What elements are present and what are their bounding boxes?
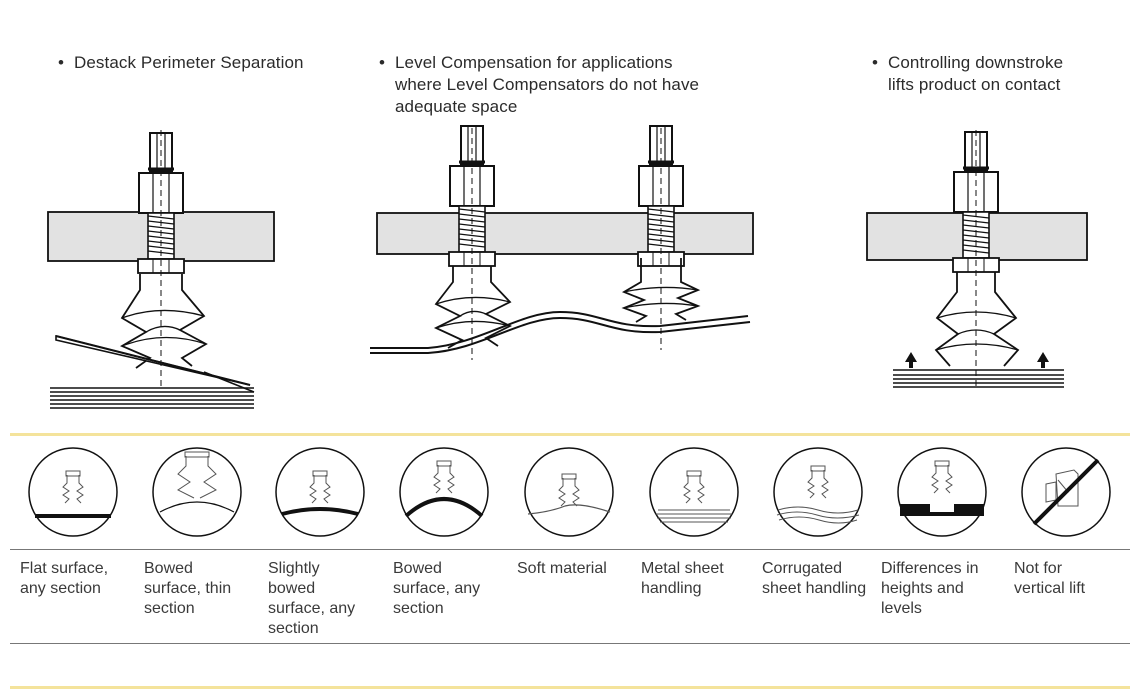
caption-destack: • Destack Perimeter Separation (58, 52, 304, 74)
flat-surface-icon (28, 447, 118, 537)
arrow-up-icon (905, 352, 917, 368)
slightly-bowed-icon (275, 447, 365, 537)
label-soft-material: Soft material (517, 560, 607, 577)
bullet: • (872, 53, 879, 72)
not-vertical-icon (1021, 447, 1111, 537)
suction-cup-diagrams (47, 124, 1088, 409)
caption-line: Destack Perimeter Separation (74, 53, 304, 72)
level-compensation-diagram (370, 124, 754, 360)
caption-line: lifts product on contact (888, 75, 1061, 94)
label-corrugated-sheet: Corrugated sheet handling (762, 560, 867, 597)
caption-controlling-downstroke: • Controlling downstroke lifts product o… (872, 52, 1064, 96)
bowed-thin-icon (152, 447, 242, 537)
divider-top (10, 433, 1130, 436)
label-not-vertical: Not for vertical lift (1014, 560, 1086, 597)
bullet: • (379, 53, 386, 72)
label-height-differences: Differences in heights and levels (881, 560, 979, 617)
caption-line: where Level Compensators do not have (395, 75, 700, 94)
application-icons (28, 447, 1111, 537)
bullet: • (58, 53, 65, 72)
label-slightly-bowed: Slightly bowed surface, any section (268, 560, 356, 637)
label-bowed-thin: Bowed surface, thin section (144, 560, 232, 617)
corrugated-sheet-icon (773, 447, 863, 537)
downstroke-diagram (866, 130, 1088, 390)
arrow-up-icon (1037, 352, 1049, 368)
label-metal-sheet: Metal sheet handling (641, 560, 724, 597)
divider-bottom (10, 686, 1130, 689)
destack-diagram (47, 130, 275, 409)
caption-line: adequate space (395, 97, 518, 116)
divider-mid (10, 549, 1130, 550)
label-flat-surface: Flat surface, any section (20, 560, 109, 597)
caption-line: Level Compensation for applications (395, 53, 673, 72)
caption-line: Controlling downstroke (888, 53, 1064, 72)
bowed-any-icon (399, 447, 489, 537)
caption-level-compensation: • Level Compensation for applications wh… (379, 52, 700, 118)
label-bowed-any: Bowed surface, any section (393, 560, 481, 617)
soft-material-icon (524, 447, 614, 537)
metal-sheet-icon (649, 447, 739, 537)
divider-low (10, 643, 1130, 644)
height-differences-icon (897, 447, 987, 537)
